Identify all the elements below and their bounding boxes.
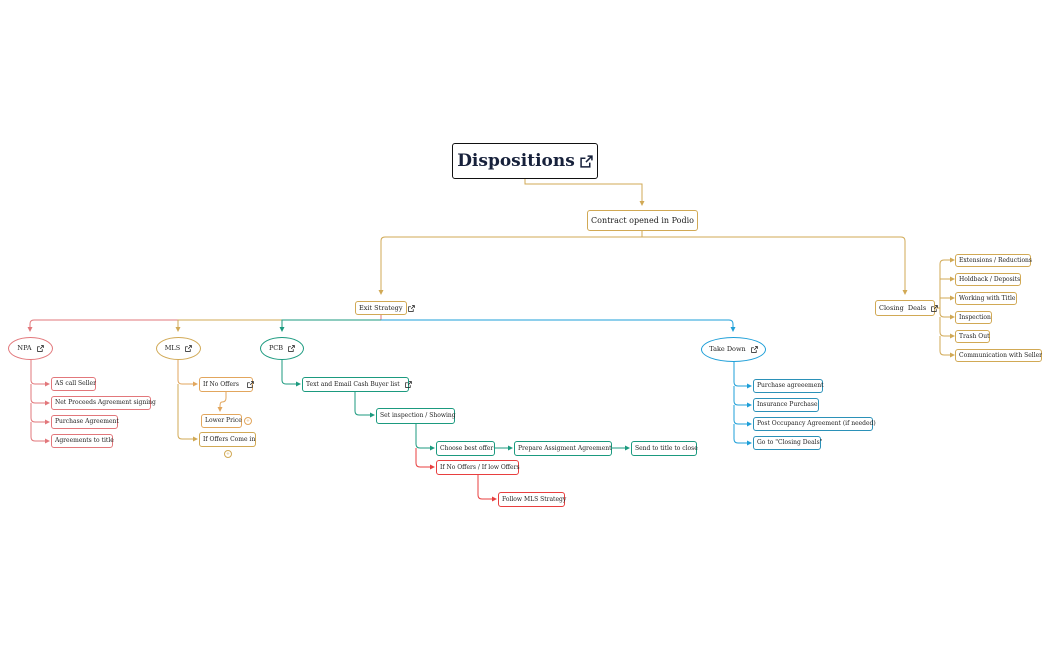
take-down-item[interactable]: Post Occupancy Agreement (if needed) (753, 417, 876, 431)
closing-deals-item[interactable]: Communication with Seller (955, 349, 1042, 362)
external-link-icon[interactable] (931, 304, 939, 312)
item-label: Extensions / Reductions (959, 256, 1032, 264)
take-down-item[interactable]: Go to "Closing Deals" (753, 436, 823, 450)
root-topic-label: Contract opened in Podio (591, 215, 694, 225)
take-down-node[interactable]: Take Down (701, 337, 766, 362)
item-label: Prepare Assigment Agreement (518, 444, 612, 452)
external-link-icon[interactable] (36, 345, 44, 352)
central-topic-label: Dispositions (457, 151, 575, 171)
npa-node[interactable]: NPA (8, 337, 53, 360)
external-link-icon[interactable] (288, 345, 295, 352)
lower-price-node[interactable]: Lower Price (201, 414, 242, 428)
item-label: If No Offers / If low Offers (440, 463, 520, 471)
closing-deals-item[interactable]: Inspection (955, 311, 992, 324)
exit-strategy-node[interactable]: Exit Strategy (355, 301, 415, 315)
closing-deals-label: Closing Deals (879, 303, 927, 312)
external-link-icon[interactable] (404, 381, 412, 388)
collapse-toggle-icon[interactable]: + (224, 450, 232, 458)
set-inspection-node[interactable]: Set inspection / Showing (376, 408, 456, 424)
if-no-offers-node[interactable]: If No Offers (199, 377, 254, 392)
closing-deals-item[interactable]: Holdback / Deposits (955, 273, 1021, 286)
npa-item[interactable]: Purchase Agreement (51, 415, 119, 429)
mls-label: MLS (164, 344, 181, 353)
if-offers-come-in-node[interactable]: If Offers Come in (199, 432, 256, 447)
mls-node[interactable]: MLS (156, 337, 201, 360)
if-no-low-offers-node[interactable]: If No Offers / If low Offers (436, 460, 520, 475)
external-link-icon[interactable] (407, 304, 415, 312)
item-label: Go to "Closing Deals" (757, 439, 823, 446)
item-label: Insurance Purchase (757, 401, 818, 408)
item-label: Follow MLS Strategy (502, 495, 567, 503)
root-topic[interactable]: Contract opened in Podio (587, 210, 698, 231)
send-to-title-node[interactable]: Send to title to close (631, 441, 698, 456)
exit-strategy-label: Exit Strategy (359, 303, 403, 312)
prepare-assignment-node[interactable]: Prepare Assigment Agreement (514, 441, 612, 456)
item-label: AS call Seller (55, 380, 96, 387)
take-down-item[interactable]: Insurance Purchase (753, 398, 819, 412)
external-link-icon[interactable] (247, 381, 254, 388)
item-label: If No Offers (203, 380, 239, 388)
follow-mls-strategy-node[interactable]: Follow MLS Strategy (498, 492, 567, 507)
item-label: Lower Price (205, 417, 242, 424)
npa-label: NPA (17, 344, 32, 353)
external-link-icon[interactable] (185, 345, 193, 352)
take-down-label: Take Down (709, 345, 746, 354)
item-label: Working with Title (959, 294, 1016, 302)
item-label: Inspection (959, 313, 991, 321)
item-label: Post Occupancy Agreement (if needed) (757, 420, 876, 427)
external-link-icon[interactable] (580, 154, 593, 168)
item-label: Trash Out (959, 332, 990, 340)
take-down-item[interactable]: Purchase agreeement (753, 379, 824, 393)
collapse-toggle-icon[interactable]: + (244, 417, 252, 425)
central-topic[interactable]: Dispositions (452, 143, 598, 179)
item-label: Text and Email Cash Buyer list (306, 380, 400, 388)
pcb-node[interactable]: PCB (260, 337, 304, 360)
item-label: Purchase agreeement (757, 382, 824, 389)
item-label: Communication with Seller (959, 351, 1043, 359)
choose-best-offer-node[interactable]: Choose best offer (436, 441, 495, 456)
item-label: If Offers Come in (203, 435, 256, 443)
text-email-buyers-node[interactable]: Text and Email Cash Buyer list (302, 377, 412, 392)
item-label: Holdback / Deposits (959, 275, 1021, 283)
closing-deals-item[interactable]: Working with Title (955, 292, 1017, 305)
pcb-label: PCB (268, 344, 284, 353)
item-label: Purchase Agreement (55, 418, 119, 425)
npa-item[interactable]: Net Proceeds Agreement signing (51, 396, 156, 410)
item-label: Agreements to title (55, 437, 114, 444)
npa-item[interactable]: Agreements to title (51, 434, 114, 448)
item-label: Net Proceeds Agreement signing (55, 399, 156, 406)
closing-deals-node[interactable]: Closing Deals (875, 300, 939, 316)
external-link-icon[interactable] (750, 346, 758, 353)
item-label: Choose best offer (440, 444, 494, 452)
closing-deals-item[interactable]: Extensions / Reductions (955, 254, 1032, 267)
item-label: Send to title to close (635, 444, 698, 452)
npa-item[interactable]: AS call Seller (51, 377, 96, 391)
closing-deals-item[interactable]: Trash Out (955, 330, 990, 343)
item-label: Set inspection / Showing (380, 412, 456, 419)
